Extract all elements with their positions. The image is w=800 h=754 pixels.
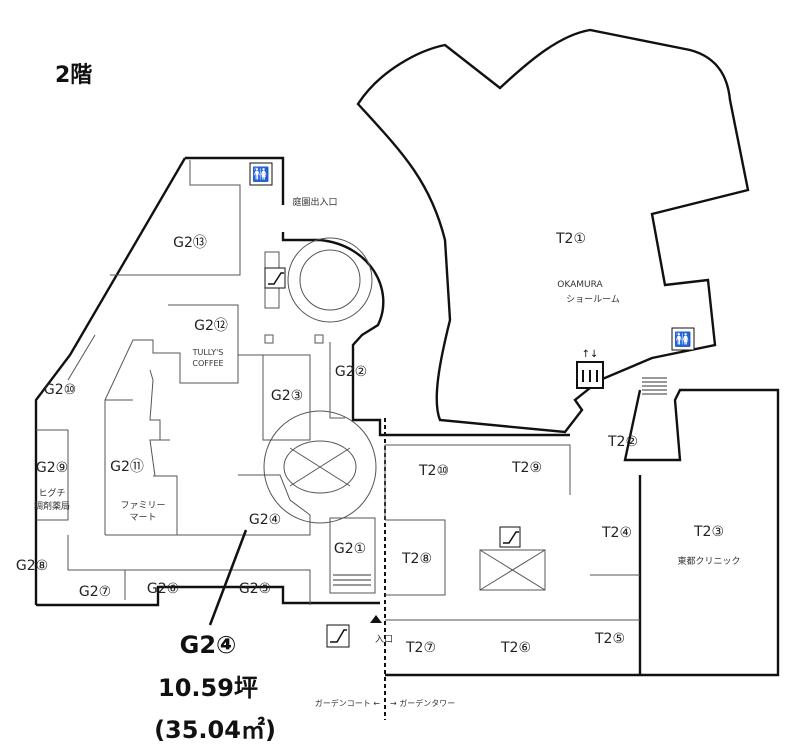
floor-label: 2階 [55,63,92,88]
tenant-okamura: OKAMURA [557,280,603,290]
entrance-label: 入口 [375,634,393,645]
tenant-clinic: 東都クリニック [677,555,740,567]
unit-t2-7[interactable]: T2⑦ [405,640,436,656]
unit-g2-2[interactable]: G2② [335,364,367,380]
restroom-icon: 🚻 [671,327,695,351]
unit-t2-5[interactable]: T2⑤ [594,631,625,647]
unit-t2-8[interactable]: T2⑧ [401,551,432,567]
elevator-icon: ↑↓ [576,349,604,389]
unit-g2-11[interactable]: G2⑪ [110,459,144,475]
highlight-unit: G2④ [180,631,237,659]
svg-text:🚻: 🚻 [674,331,691,348]
tenant-familymart: マート [129,513,156,523]
unit-t2-4[interactable]: T2④ [601,525,632,541]
g-building-outline [34,156,570,607]
interior-walls [36,160,640,621]
svg-text:🚻: 🚻 [252,166,269,183]
stairs-icon [333,377,667,586]
unit-g2-12[interactable]: G2⑫ [194,318,228,334]
unit-g2-7[interactable]: G2⑦ [79,584,111,600]
restroom-icon: 🚻 [249,162,273,186]
unit-t2-6[interactable]: T2⑥ [500,640,531,656]
highlight-tsubo: 10.59坪 [158,674,258,702]
entrance-arrow-icon [370,615,382,623]
tenant-tullys: COFFEE [192,359,223,368]
escalator-icon [264,267,286,289]
escalator-icon [326,624,350,648]
unit-t2-3[interactable]: T2③ [693,524,724,540]
escalator-icon [499,526,521,548]
unit-t2-1-outline [356,28,750,434]
unit-g2-10[interactable]: G2⑩ [44,382,76,398]
unit-g2-9[interactable]: G2⑨ [36,460,68,476]
t-building-outline [385,388,780,677]
unit-t2-9[interactable]: T2⑨ [511,460,542,476]
unit-g2-5[interactable]: G2⑤ [239,581,271,597]
garden-tower-label: → ガーデンタワー [390,698,455,708]
svg-text:↑↓: ↑↓ [582,349,599,360]
tenant-higuchi: ヒグチ [38,487,65,499]
unit-g2-1[interactable]: G2① [334,541,366,557]
tenant-tullys: TULLY'S [192,348,224,357]
unit-t2-1[interactable]: T2① [555,231,586,247]
unit-t2-10[interactable]: T2⑩ [418,463,449,479]
unit-g2-8[interactable]: G2⑧ [16,558,48,574]
tenant-higuchi: 調剤薬局 [34,500,70,512]
garden-entrance-label: 庭園出入口 [292,196,337,208]
garden-court-label: ガーデンコート ← [315,698,381,708]
unit-g2-6[interactable]: G2⑥ [147,581,179,597]
unit-t2-2[interactable]: T2② [607,434,638,450]
tenant-okamura: ショールーム [566,294,620,305]
unit-g2-3[interactable]: G2③ [271,388,303,404]
unit-g2-13[interactable]: G2⑬ [173,235,207,251]
highlight-leader-line [208,529,248,626]
unit-g2-4[interactable]: G2④ [249,512,281,528]
highlight-sqm: (35.04㎡) [154,716,276,744]
tenant-familymart: ファミリー [120,501,165,511]
